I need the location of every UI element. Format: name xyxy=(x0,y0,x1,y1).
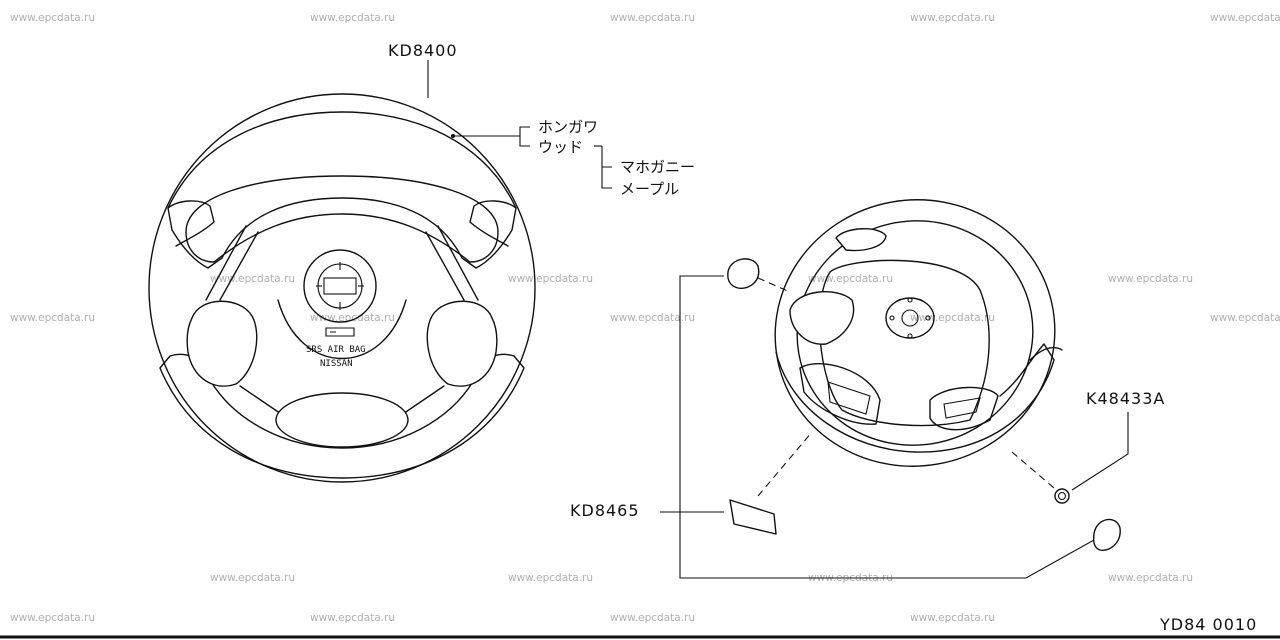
rim-joint-left xyxy=(167,200,215,247)
airbag-text-line2: NISSAN xyxy=(320,359,353,369)
watermark: www.epcdata.ru xyxy=(1108,273,1193,285)
emblem-ring xyxy=(317,263,363,309)
trim-slot-left xyxy=(827,381,871,415)
assembly-line xyxy=(1011,451,1055,489)
rim-joint-right xyxy=(469,200,517,247)
assembly-line xyxy=(757,277,791,293)
note-mahogany: マホガニー xyxy=(620,158,695,176)
part-number-nut[interactable]: K48433A xyxy=(1086,389,1165,408)
watermark: www.epcdata.ru xyxy=(10,12,95,24)
wheel-rim-inner xyxy=(796,220,1034,446)
part-number-wheel[interactable]: KD8400 xyxy=(388,41,458,60)
watermark: www.epcdata.ru xyxy=(610,612,695,624)
nut-part[interactable] xyxy=(1054,488,1070,504)
watermark: www.epcdata.ru xyxy=(10,312,95,324)
bolt-hole xyxy=(907,297,913,303)
nut-bore xyxy=(1057,491,1067,501)
bolt-hole xyxy=(925,315,931,321)
lower-left-spoke xyxy=(799,363,881,425)
horn-icon xyxy=(325,327,355,337)
watermark: www.epcdata.ru xyxy=(10,612,95,624)
hub-outline xyxy=(277,299,407,360)
bolt-hole xyxy=(907,333,913,339)
watermark: www.epcdata.ru xyxy=(310,12,395,24)
diagram-code: YD84 0010 xyxy=(1159,615,1257,634)
hub-outline xyxy=(818,259,990,427)
watermark: www.epcdata.ru xyxy=(1108,572,1193,584)
material-notes: ホンガワ ウッド マホガニー メープル xyxy=(451,118,695,198)
watermark: www.epcdata.ru xyxy=(910,612,995,624)
airbag-text-line1: SRS AIR BAG xyxy=(306,345,366,355)
watermark: www.epcdata.ru xyxy=(910,12,995,24)
hub-bore xyxy=(901,309,919,327)
bracket xyxy=(601,166,612,189)
watermark: www.epcdata.ru xyxy=(508,273,593,285)
watermark: www.epcdata.ru xyxy=(310,612,395,624)
assembly-line xyxy=(757,431,813,497)
nissan-emblem-icon xyxy=(323,277,357,295)
upper-spoke-shroud xyxy=(185,175,499,263)
leader-line xyxy=(1071,412,1129,491)
note-wood: ウッド xyxy=(538,138,583,156)
wheel-rim-outer xyxy=(148,93,536,483)
wood-trim-upper xyxy=(167,111,517,269)
lower-right-spoke xyxy=(929,386,999,431)
horn-pad xyxy=(303,249,377,323)
upper-left-pad xyxy=(789,291,855,345)
watermark: www.epcdata.ru xyxy=(1210,12,1280,24)
bracket-line xyxy=(679,275,1095,579)
spoke-left xyxy=(205,225,259,301)
note-maple: メープル xyxy=(620,180,679,198)
watermark: www.epcdata.ru xyxy=(610,12,695,24)
trim-slot-right xyxy=(943,397,981,419)
rim-grip-top xyxy=(835,228,887,252)
side-pad-right xyxy=(426,300,498,387)
watermark: www.epcdata.ru xyxy=(808,273,893,285)
watermark: www.epcdata.ru xyxy=(210,273,295,285)
rim-joint-right xyxy=(1029,346,1063,361)
end-cap-bottom[interactable] xyxy=(1092,518,1121,551)
side-pad-left xyxy=(186,300,258,387)
watermark: www.epcdata.ru xyxy=(508,572,593,584)
watermark: www.epcdata.ru xyxy=(610,312,695,324)
callout-trim-panel[interactable]: KD8465 xyxy=(570,431,813,535)
steering-wheel-angled-view[interactable] xyxy=(754,178,1076,489)
note-genuine: ホンガワ xyxy=(538,118,598,136)
callout-wheel[interactable]: KD8400 xyxy=(388,41,458,98)
part-number-trim-panel[interactable]: KD8465 xyxy=(570,501,640,520)
end-cap-top[interactable] xyxy=(727,258,760,289)
watermark: www.epcdata.ru xyxy=(1210,312,1280,324)
watermark-layer: www.epcdata.ru www.epcdata.ru www.epcdat… xyxy=(10,12,1280,624)
watermark: www.epcdata.ru xyxy=(210,572,295,584)
trim-panel-part[interactable] xyxy=(729,499,777,535)
spoke-right xyxy=(425,225,479,301)
bracket xyxy=(519,126,530,147)
bottom-spoke-pad xyxy=(275,392,409,448)
callout-nut[interactable]: K48433A xyxy=(1011,389,1165,504)
bolt-hole xyxy=(889,315,895,321)
watermark: www.epcdata.ru xyxy=(910,312,995,324)
steering-wheel-front-view[interactable]: SRS AIR BAG NISSAN xyxy=(148,93,536,483)
